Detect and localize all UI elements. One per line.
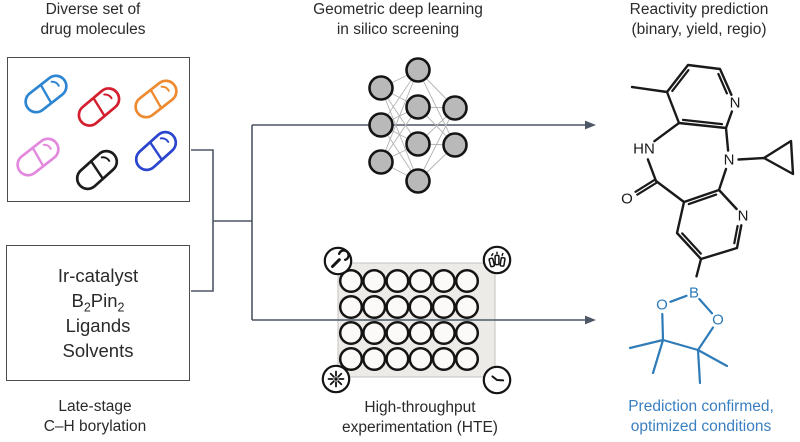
pill-navy [134,130,178,172]
top-arrowhead-icon [585,120,596,130]
left-caption-line2: C–H borylation [43,418,147,435]
atom-label-o-right: O [712,312,724,329]
plate-well [408,294,433,320]
plate-well [338,320,364,346]
plate-well [362,320,387,346]
middle-title-line1: Geometric deep learning [313,1,483,18]
pill-black [75,149,119,191]
atom-label-o-left: O [656,297,668,314]
left-caption: Late-stage C–H borylation [3,397,187,437]
middle-caption-line1: High-throughput [364,399,476,416]
plate-well [431,294,456,320]
right-caption: Prediction confirmed, optimized conditio… [589,397,800,437]
bottom-arrowhead-icon [585,315,596,325]
plate-well [338,346,364,372]
plate-well [362,268,387,294]
right-title-line2: (binary, yield, regio) [631,21,767,38]
reagent-b2pin2: B2Pin2 [71,290,125,315]
right-column-title: Reactivity prediction (binary, yield, re… [592,0,800,40]
atom-label-n-top: N [730,95,741,112]
middle-title-line2: in silico screening [336,21,460,38]
plate-well [338,294,364,320]
left-title-line2: drug molecules [40,21,146,38]
nn-node [405,94,431,120]
plate-well [408,268,433,294]
molecule-bonds [630,63,795,278]
nn-node [368,75,394,101]
middle-caption-line2: experimentation (HTE) [342,419,498,436]
plate-well [385,294,410,320]
wrench-icon [323,246,353,276]
right-caption-line1: Prediction confirmed, [628,398,774,415]
pill-violet [16,137,60,177]
drug-pills [16,74,178,191]
plate-well [385,268,410,294]
nn-node [442,95,468,121]
pill-orange [134,79,178,119]
atom-label-o: O [621,191,633,208]
plate-well [338,268,364,294]
flow-connector-lines [191,120,596,325]
plate-well [454,320,480,346]
drug-molecules-box [7,57,190,202]
atom-label-hn: HN [633,141,655,158]
nn-node [405,131,431,157]
plate-well [431,268,456,294]
nn-node [405,168,431,194]
molecule-structure: N N N HN O B O O [621,63,795,385]
plate-well [408,346,433,372]
plate-well [454,268,480,294]
plate-well [431,346,456,372]
bpin-group-bonds [628,294,729,385]
pill-red [77,87,121,127]
pill-blue [24,74,68,114]
middle-column-title: Geometric deep learning in silico screen… [286,0,510,40]
clock-icon [482,365,512,395]
plate-well [385,320,410,346]
right-caption-line2: optimized conditions [630,418,772,435]
plate-well [431,320,456,346]
middle-caption: High-throughput experimentation (HTE) [308,398,532,438]
plate-well [454,346,480,372]
left-caption-line1: Late-stage [58,398,132,415]
molecule-double-bonds [634,69,739,255]
plate-well [454,294,480,320]
nn-node [368,149,394,175]
well-plate-wells [338,268,480,372]
plate-well [385,346,410,372]
plate-well [408,320,433,346]
atom-label-b: B [689,285,699,302]
neural-network-diagram [368,57,468,194]
left-title-line1: Diverse set of [45,1,141,18]
reagent-solvents: Solvents [62,340,134,361]
nn-node [368,112,394,138]
nn-node [442,132,468,158]
vials-icon [482,245,512,275]
right-title-line1: Reactivity prediction [629,1,769,18]
atom-label-n-center: N [724,152,735,169]
burst-icon [321,364,351,394]
left-column-title: Diverse set of drug molecules [0,0,186,40]
plate-well [362,294,387,320]
input-bracket [191,149,214,292]
nn-node [405,57,431,83]
plate-well [362,346,387,372]
atom-label-n-bottom: N [738,208,749,225]
reagent-ligands: Ligands [65,315,131,336]
reagents-box: Ir-catalyst B2Pin2 Ligands Solvents [6,245,190,381]
reagent-ir-catalyst: Ir-catalyst [57,265,139,286]
